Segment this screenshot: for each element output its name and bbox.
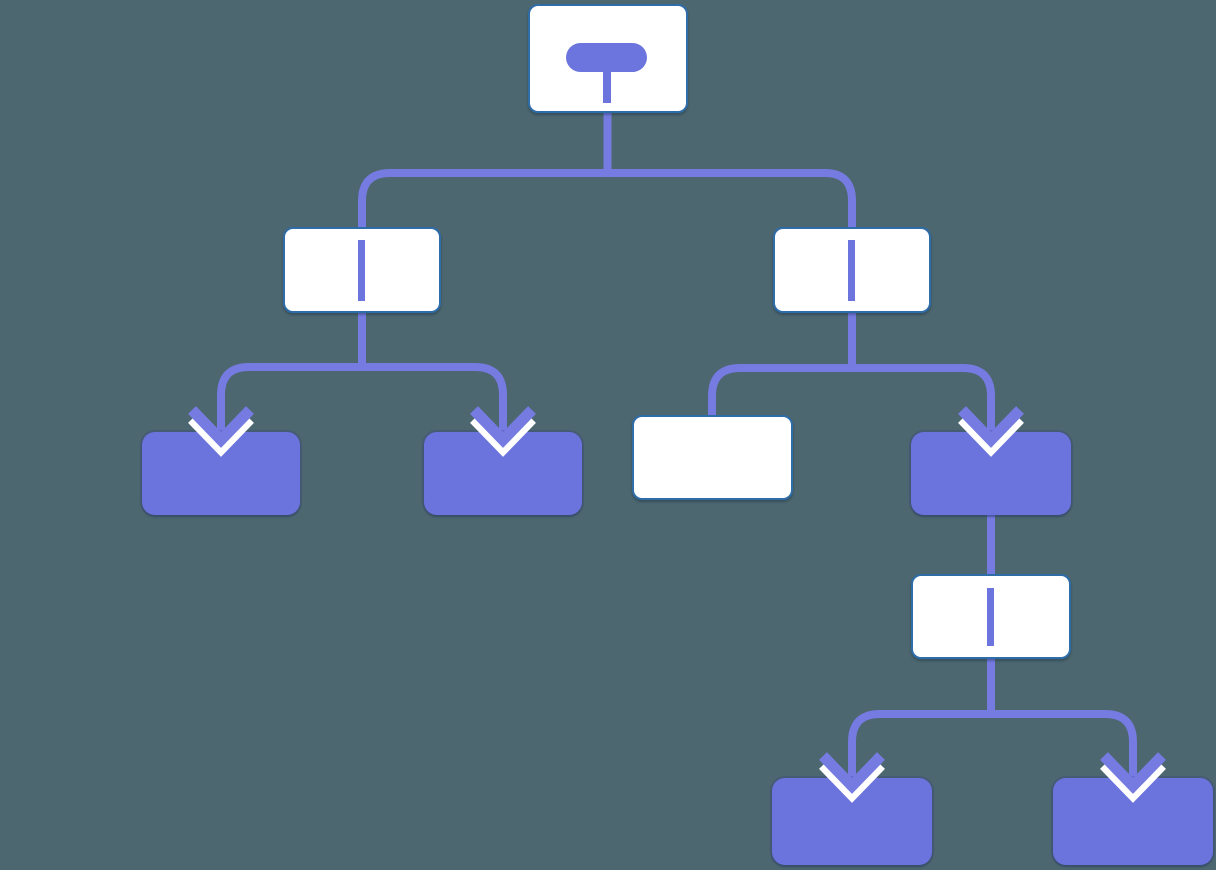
branch-node-left[interactable] [283, 227, 441, 313]
vertical-bar-icon [848, 240, 855, 301]
branch-node-right[interactable] [773, 227, 931, 313]
edge-branch-a-split [217, 363, 507, 434]
vertical-bar-icon [987, 588, 994, 646]
leaf-node-left-2[interactable] [424, 432, 582, 515]
leaf-node-bottom-1[interactable] [772, 778, 932, 865]
leaf-node-bottom-2[interactable] [1053, 778, 1213, 865]
pill-icon [566, 43, 647, 72]
empty-node[interactable] [632, 415, 793, 500]
leaf-node-left-1[interactable] [142, 432, 300, 515]
root-node[interactable] [528, 4, 688, 113]
branch-node-bottom[interactable] [911, 574, 1071, 659]
pill-stem-icon [603, 70, 611, 103]
edge-branch-c-split [848, 710, 1137, 780]
vertical-bar-icon [358, 240, 365, 301]
target-node-right[interactable] [911, 432, 1071, 515]
